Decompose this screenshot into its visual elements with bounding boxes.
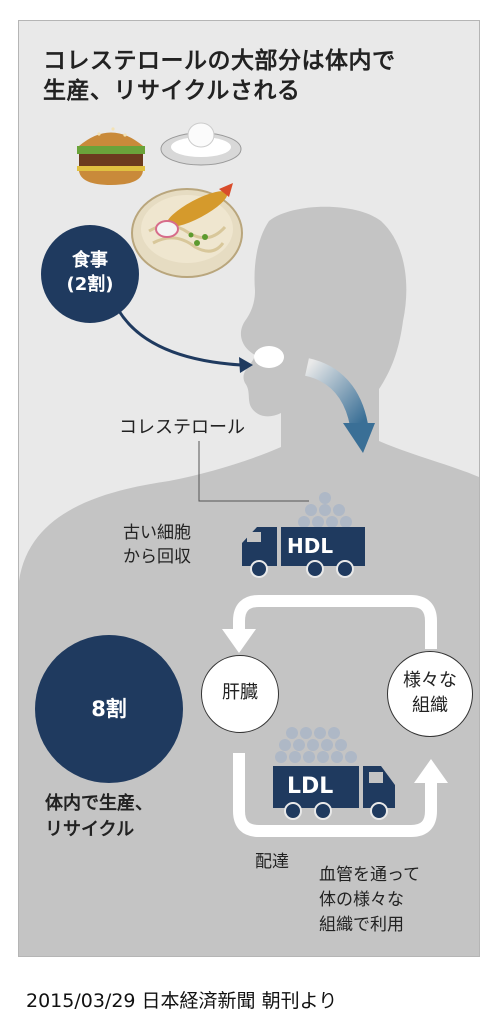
hamburger-icon xyxy=(77,127,145,185)
digest-arrowhead xyxy=(343,423,375,453)
egg-dish-icon xyxy=(160,122,242,166)
hdl-truck xyxy=(242,492,365,578)
usage-note: 血管を通って 体の様々な 組織で利用 xyxy=(319,863,420,938)
meal-circle-share: (2割) xyxy=(66,274,114,295)
meal-circle-label: 食事 xyxy=(72,250,108,271)
digest-flow-arrow xyxy=(304,358,368,427)
cholesterol-callout-line xyxy=(198,441,309,502)
hdl-note-line-1: 古い細胞 xyxy=(123,523,191,543)
delivery-loop-arrowhead xyxy=(414,759,448,783)
noodle-bowl-icon xyxy=(131,183,243,278)
mouth xyxy=(254,346,284,368)
usage-note-line-1: 血管を通って xyxy=(319,865,421,885)
liver-node: 肝臓 xyxy=(201,655,279,733)
delivery-loop-arrow xyxy=(233,753,437,837)
source-caption: 2015/03/29 日本経済新聞 朝刊より xyxy=(26,990,338,1012)
tissues-node: 様々な 組織 xyxy=(387,651,473,737)
usage-note-line-2: 体の様々な xyxy=(319,890,404,910)
return-loop-arrow xyxy=(233,595,437,649)
tissues-label-line-2: 組織 xyxy=(412,695,448,716)
internal-share-circle: 8割 xyxy=(35,635,183,783)
meal-arrowhead xyxy=(239,357,253,373)
infographic-panel: コレステロールの大部分は体内で 生産、リサイクルされる 食事 (2割) コレステ… xyxy=(18,20,480,957)
hdl-note-line-2: から回収 xyxy=(123,547,191,567)
internal-note: 体内で生産、 リサイクル xyxy=(45,791,153,843)
ldl-label: LDL xyxy=(287,774,334,799)
internal-note-line-1: 体内で生産、 xyxy=(45,793,153,814)
cholesterol-label: コレステロール xyxy=(119,417,245,438)
usage-note-line-3: 組織で利用 xyxy=(319,915,404,935)
title-line-1: コレステロールの大部分は体内で xyxy=(43,48,396,74)
liver-label: 肝臓 xyxy=(222,682,258,703)
hdl-note: 古い細胞 から回収 xyxy=(123,521,191,569)
meal-to-mouth-arrow xyxy=(117,310,242,367)
ldl-truck xyxy=(273,727,395,820)
return-loop-arrowhead xyxy=(222,629,256,653)
title-line-2: 生産、リサイクルされる xyxy=(43,78,301,104)
delivery-label: 配達 xyxy=(255,852,289,872)
internal-share-value: 8割 xyxy=(91,697,127,721)
hdl-label: HDL xyxy=(287,534,334,558)
internal-note-line-2: リサイクル xyxy=(45,819,135,840)
meal-share-circle: 食事 (2割) xyxy=(41,225,139,323)
tissues-label-line-1: 様々な xyxy=(403,670,457,691)
